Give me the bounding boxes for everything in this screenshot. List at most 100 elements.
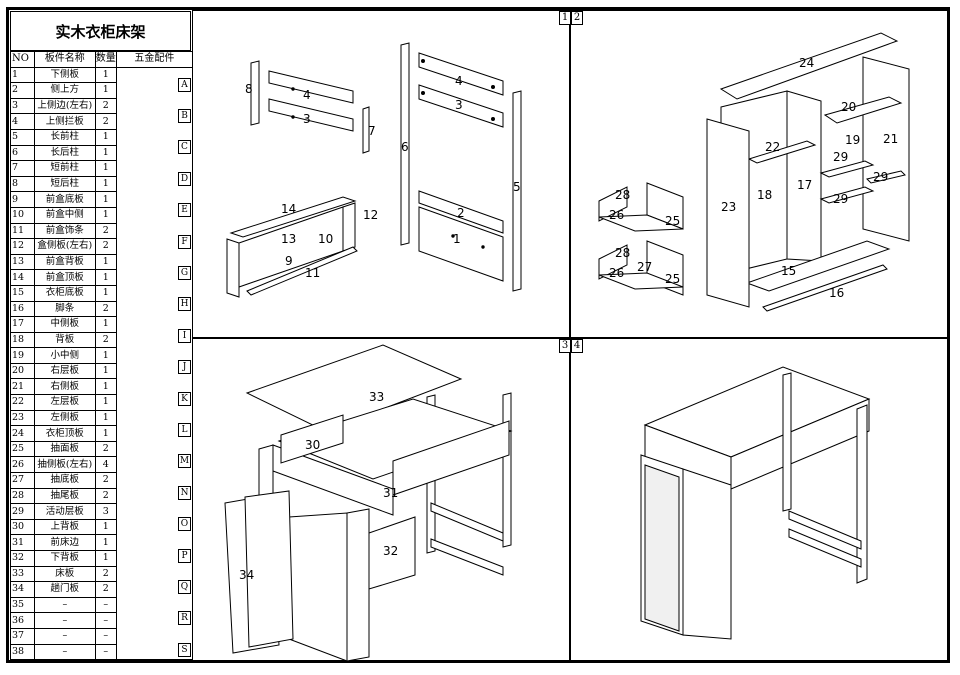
part-number: 1 [10, 66, 35, 84]
part-quantity: 1 [94, 378, 117, 396]
part-quantity: 2 [94, 222, 117, 240]
part-name: 衣柜底板 [33, 284, 96, 302]
part-number: 12 [10, 238, 35, 255]
part-name: 长前柱 [33, 128, 96, 146]
part-number: 15 [10, 284, 35, 302]
part-name: – [33, 643, 96, 661]
part-callout: 31 [383, 486, 398, 500]
part-callout: 19 [845, 133, 860, 147]
part-quantity: 1 [94, 284, 117, 302]
part-name: 前盒顶板 [33, 269, 96, 286]
part-quantity: 1 [94, 128, 117, 146]
part-quantity: 3 [94, 503, 117, 520]
table-row: 37–– [10, 627, 193, 645]
part-name: 上侧拦板 [33, 113, 96, 130]
table-row: 36–– [10, 612, 193, 629]
part-quantity: – [94, 596, 117, 614]
part-quantity: 4 [94, 456, 117, 474]
part-callout: 18 [757, 188, 772, 202]
part-quantity: 1 [94, 518, 117, 536]
part-name: – [33, 596, 96, 614]
part-number: 36 [10, 612, 35, 629]
hardware-letter: E [178, 203, 191, 218]
part-callout: 6 [401, 140, 409, 154]
part-quantity: 2 [94, 581, 117, 598]
header-qty: 数量 [94, 51, 117, 68]
part-name: 左层板 [33, 394, 96, 411]
part-callout: 23 [721, 200, 736, 214]
part-callout: 3 [455, 98, 463, 112]
assembly-panel-1 [192, 10, 570, 338]
part-quantity: – [94, 627, 117, 645]
part-name: 短后柱 [33, 175, 96, 193]
part-quantity: 1 [94, 160, 117, 177]
part-quantity: 1 [94, 269, 117, 286]
part-number: 32 [10, 550, 35, 567]
part-callout: 9 [285, 254, 293, 268]
part-callout: 12 [363, 208, 378, 222]
part-quantity: 1 [94, 316, 117, 333]
part-callout: 25 [665, 272, 680, 286]
part-quantity: 2 [94, 472, 117, 489]
part-name: 抽侧板(左右) [33, 456, 96, 474]
part-callout: 29 [833, 192, 848, 206]
part-callout: 22 [765, 140, 780, 154]
part-number: 17 [10, 316, 35, 333]
part-callout: 17 [797, 178, 812, 192]
part-callout: 28 [615, 188, 630, 202]
part-name: 右侧板 [33, 378, 96, 396]
hardware-letter: N [178, 485, 191, 500]
part-callout: 34 [239, 568, 254, 582]
panel-number-4: 4 [571, 339, 583, 353]
assembly-panel-3 [192, 338, 570, 663]
part-name: 前盒中侧 [33, 206, 96, 224]
panel-number-2: 2 [571, 11, 583, 25]
part-number: 24 [10, 425, 35, 442]
assembly-panel-4 [570, 338, 948, 663]
part-callout: 16 [829, 286, 844, 300]
part-callout: 4 [303, 88, 311, 102]
part-callout: 10 [318, 232, 333, 246]
part-name: 前盒背板 [33, 253, 96, 271]
part-callout: 4 [455, 74, 463, 88]
part-callout: 33 [369, 390, 384, 404]
part-name: 抽尾板 [33, 487, 96, 505]
part-callout: 5 [513, 180, 521, 194]
part-number: 13 [10, 253, 35, 271]
part-callout: 26 [609, 266, 624, 280]
part-name: 下背板 [33, 550, 96, 567]
part-number: 11 [10, 222, 35, 240]
part-name: 抽底板 [33, 472, 96, 489]
hardware-letter: O [178, 517, 191, 532]
part-name: 抽面板 [33, 440, 96, 458]
table-header-row: NO 板件名称 数量 五金配件 [10, 51, 194, 68]
hardware-letter: Q [178, 579, 191, 594]
part-number: 3 [10, 97, 35, 115]
hardware-letter: B [178, 108, 191, 123]
part-number: 18 [10, 331, 35, 349]
part-number: 4 [10, 113, 35, 130]
part-number: 27 [10, 472, 35, 489]
part-number: 38 [10, 643, 35, 661]
part-name: 短前柱 [33, 160, 96, 177]
hardware-letter: H [178, 297, 191, 312]
part-quantity: 1 [94, 191, 117, 208]
part-number: 31 [10, 534, 35, 551]
part-number: 37 [10, 627, 35, 645]
part-name: – [33, 627, 96, 645]
part-name: 中侧板 [33, 316, 96, 333]
part-quantity: 2 [94, 331, 117, 349]
part-quantity: 2 [94, 440, 117, 458]
